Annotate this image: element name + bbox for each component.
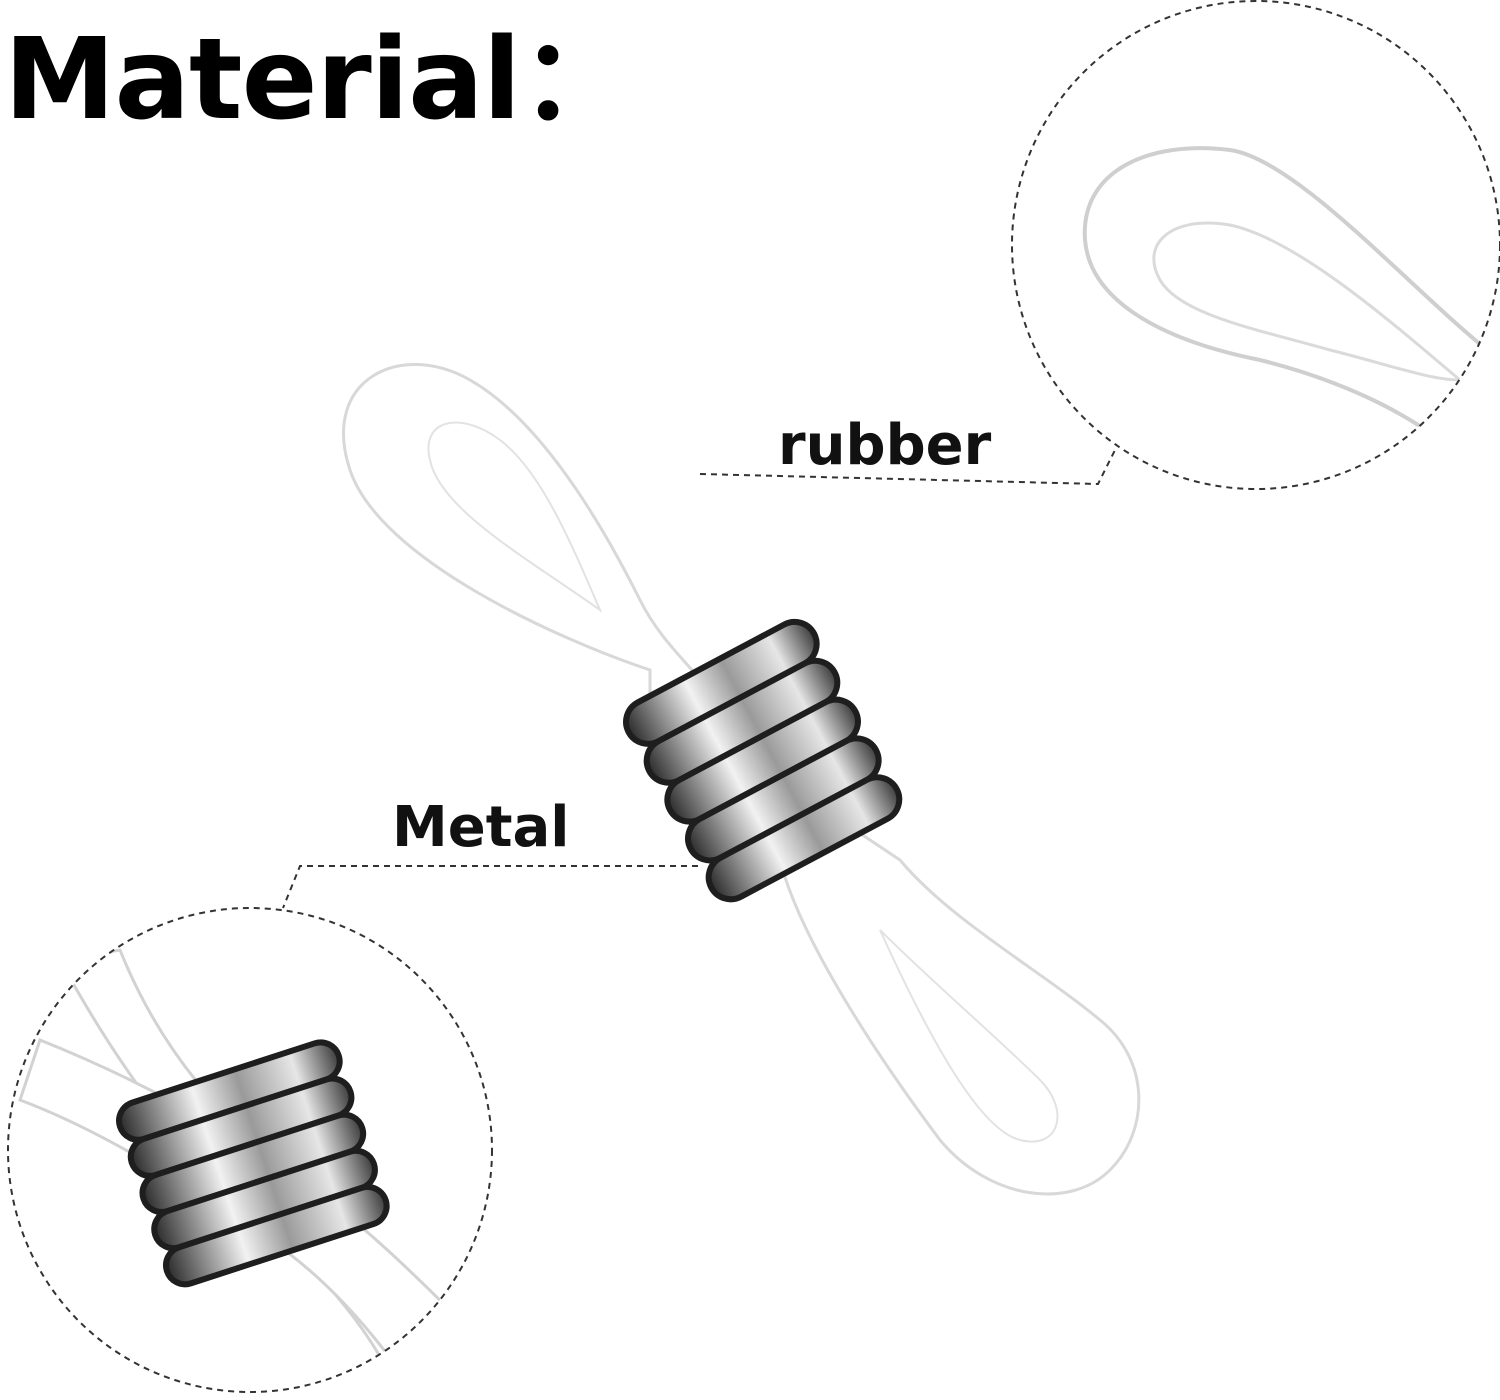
zoom-circle-metal-border <box>7 907 493 1393</box>
metal-label: Metal <box>392 795 570 860</box>
page-title: Material： <box>4 15 632 145</box>
rubber-label: rubber <box>778 413 992 478</box>
metal-coil <box>623 618 903 903</box>
connector-main <box>342 363 1141 1196</box>
rubber-leader-line <box>699 449 1116 486</box>
zoom-circle-metal <box>7 907 493 1393</box>
metal-leader-line <box>282 865 698 909</box>
zoom-circle-rubber-border <box>1011 0 1500 490</box>
zoom-circle-rubber <box>1011 0 1500 490</box>
